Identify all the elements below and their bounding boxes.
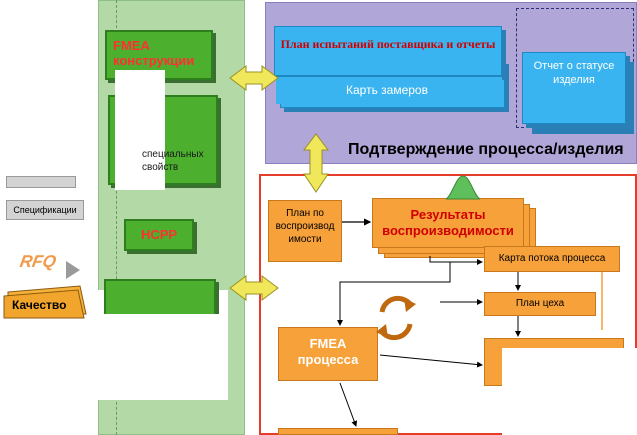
mask-block-5 bbox=[502, 348, 637, 435]
yellow-arrow-top bbox=[229, 65, 279, 91]
measurement-map-label: Карть замеров bbox=[346, 83, 428, 97]
yellow-arrow-vertical bbox=[303, 133, 329, 193]
bell-curve bbox=[445, 175, 481, 200]
line-results-down bbox=[429, 256, 483, 265]
fmea-process-label: FMEA процесса bbox=[297, 336, 359, 367]
line-results-left bbox=[337, 262, 451, 326]
spec-label: Спецификации bbox=[13, 205, 77, 215]
spec-button-top[interactable] bbox=[6, 176, 76, 188]
measurement-map-box: Карть замеров bbox=[276, 76, 502, 104]
rfq-arrow bbox=[66, 261, 80, 279]
process-flow-label: Карта потока процесса bbox=[498, 253, 606, 264]
mask-left-top bbox=[0, 0, 98, 175]
repro-results-label: Результаты воспроизводимости bbox=[382, 207, 514, 238]
hcpp-box: HCPP bbox=[124, 219, 194, 251]
supplier-test-plan-label: План испытаний поставщика и отчеты bbox=[280, 37, 496, 51]
quality-label: Качество bbox=[12, 298, 67, 312]
quality-stack bbox=[3, 285, 87, 319]
shop-plan-label: План цеха bbox=[515, 298, 565, 309]
hcpp-label: HCPP bbox=[140, 227, 178, 242]
fmea-design-label: FMEA конструкции bbox=[113, 38, 195, 68]
repro-plan-box: План по воспроизвод имости bbox=[268, 200, 342, 262]
special-properties-label: специальных свойств bbox=[142, 149, 204, 173]
cycle-arrow-head-1 bbox=[404, 298, 416, 312]
repro-plan-label: План по воспроизвод имости bbox=[275, 208, 335, 245]
yellow-arrow-middle bbox=[229, 275, 279, 301]
mask-left-bottom bbox=[0, 315, 98, 435]
fmea-process-box: FMEA процесса bbox=[278, 327, 378, 381]
repro-results-box: Результаты воспроизводимости bbox=[372, 198, 524, 248]
confirmation-caption: Подтверждение процесса/изделия bbox=[348, 141, 624, 158]
left-panel-bottom-edge bbox=[228, 370, 242, 415]
shop-plan-box: План цеха bbox=[484, 292, 596, 316]
line-fmea-down bbox=[339, 382, 358, 427]
status-report-label: Отчет о статусе изделия bbox=[533, 60, 615, 86]
line-fmea-control bbox=[379, 354, 483, 368]
design-phase-divider bbox=[116, 0, 117, 435]
process-flow-box: Карта потока процесса bbox=[484, 246, 620, 272]
mask-block-4 bbox=[98, 314, 228, 400]
supplier-test-plan-box: План испытаний поставщика и отчеты bbox=[274, 26, 502, 76]
spec-button[interactable]: Спецификации bbox=[6, 200, 84, 220]
status-report-box: Отчет о статусе изделия bbox=[522, 52, 626, 124]
mask-block-3 bbox=[115, 70, 165, 190]
cycle-arrow-head-2 bbox=[376, 324, 388, 338]
